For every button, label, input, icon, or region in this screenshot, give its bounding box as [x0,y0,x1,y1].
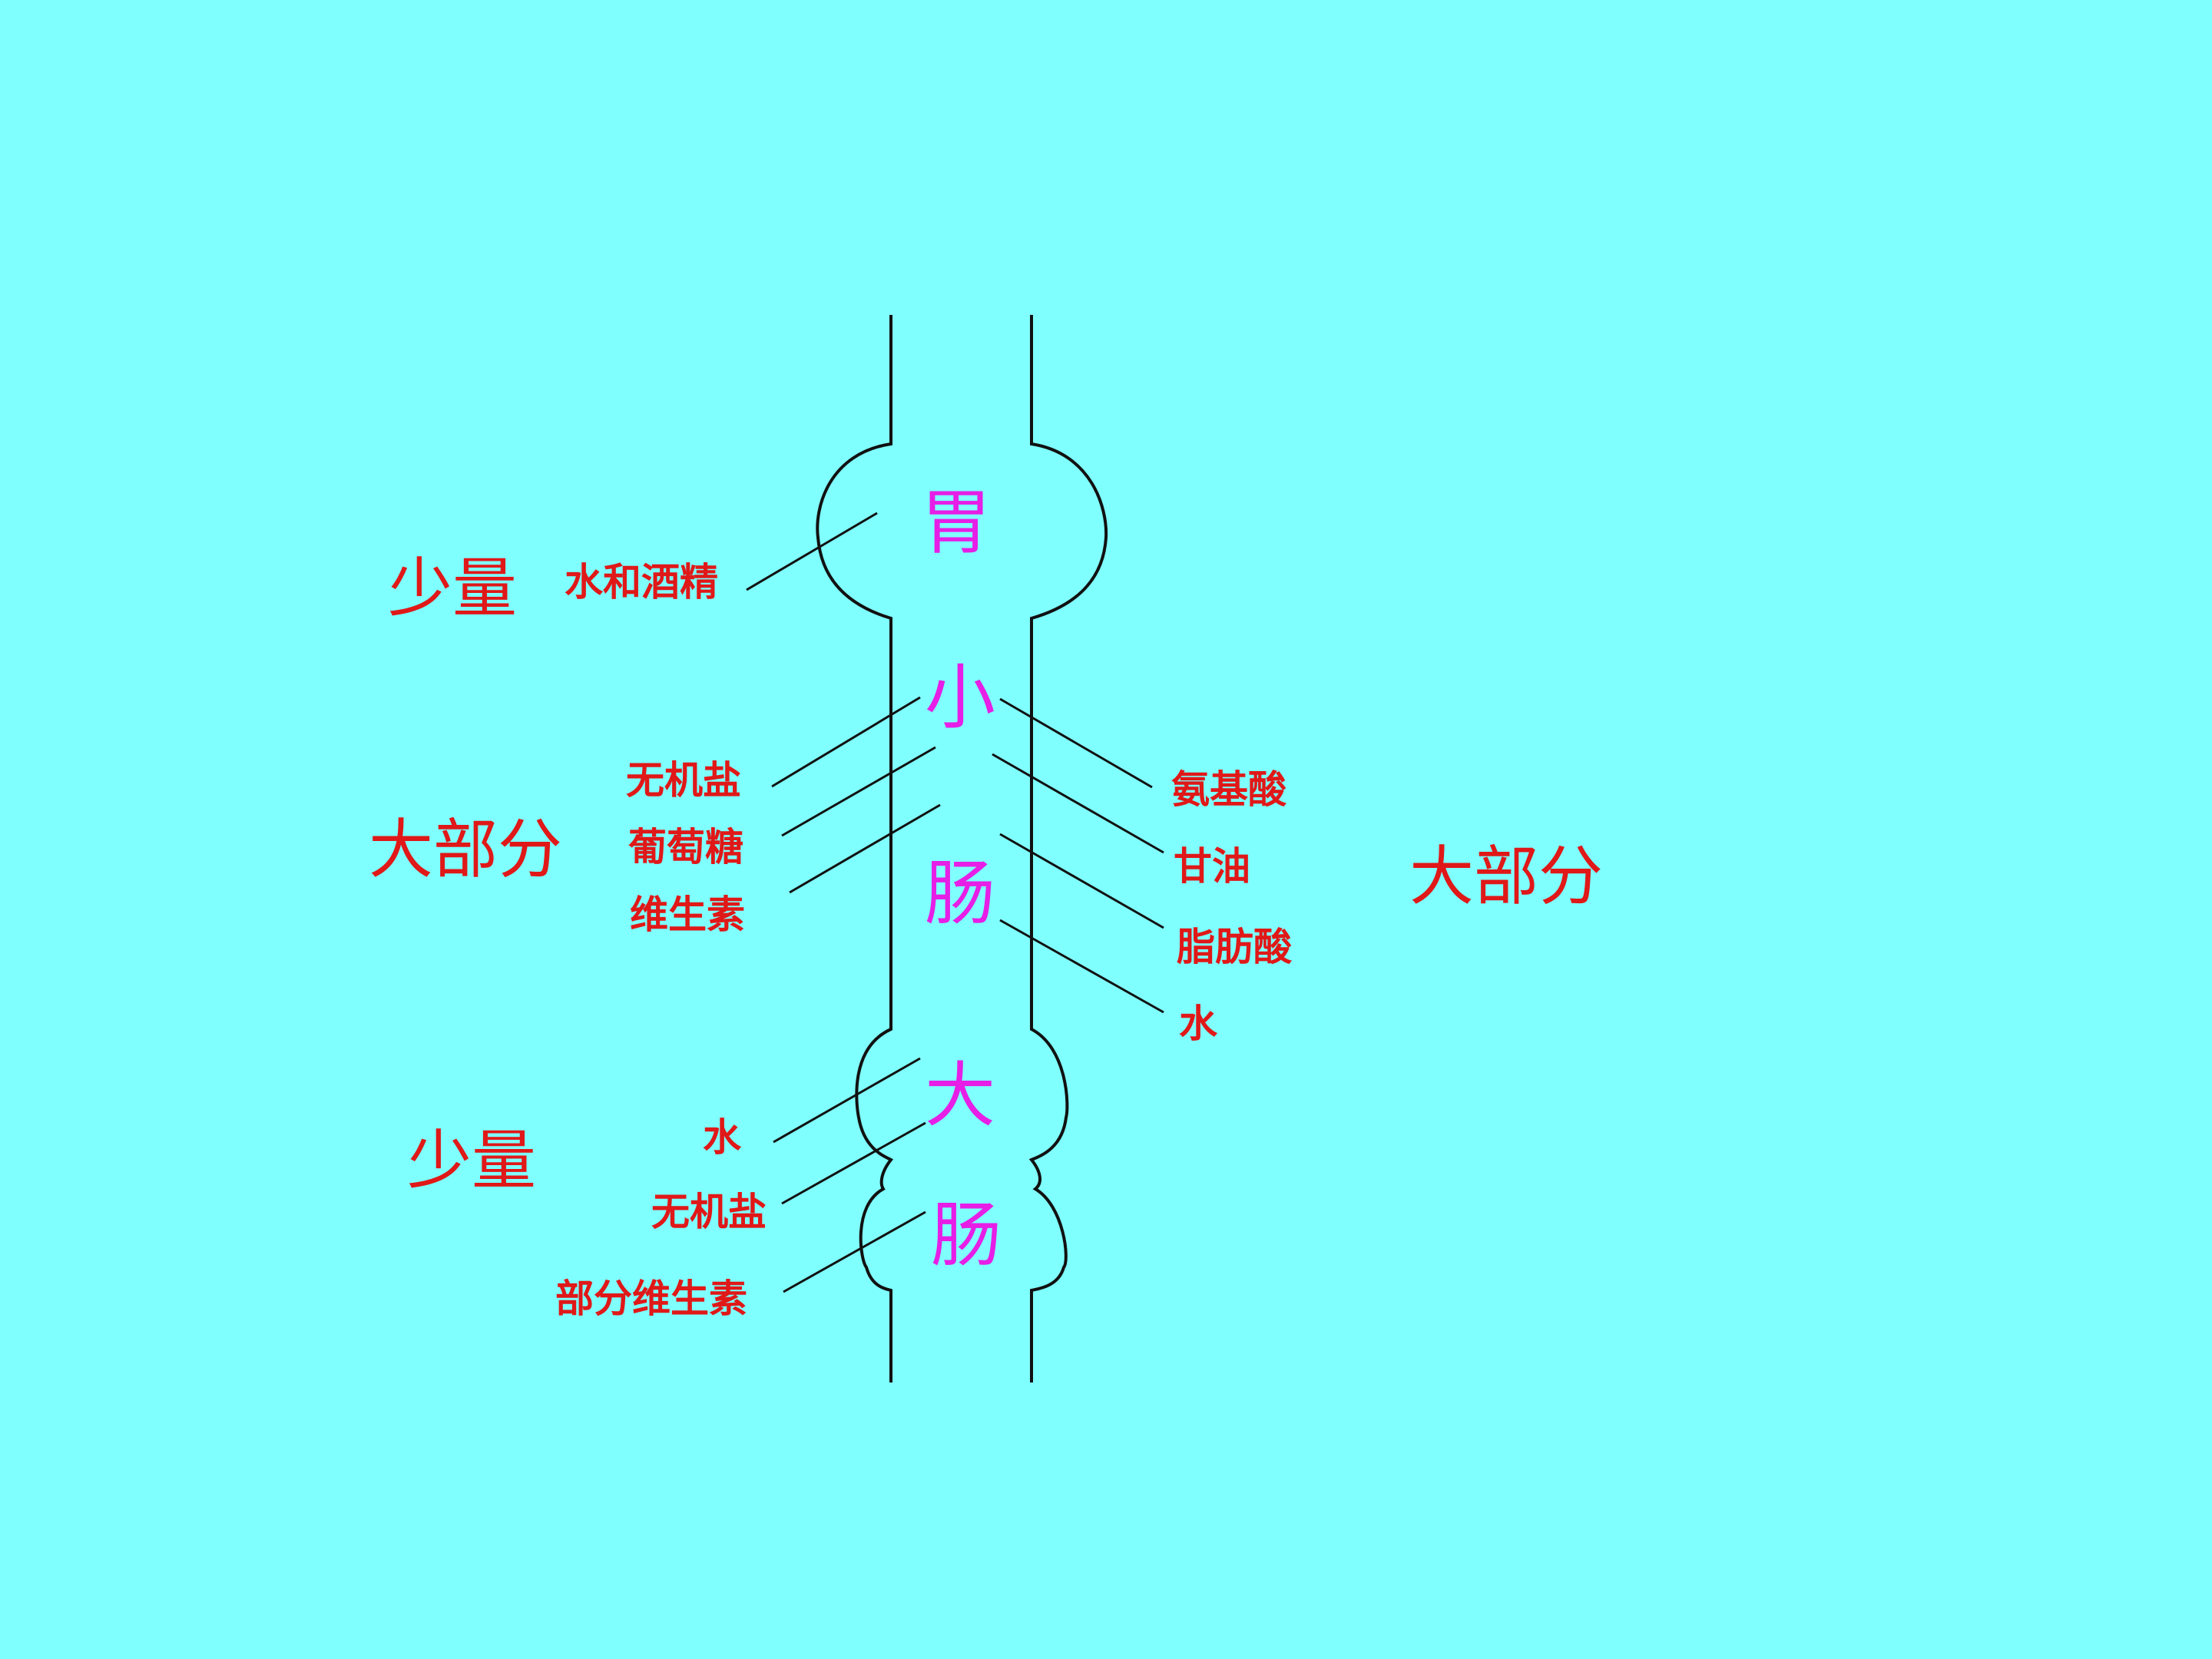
leader-si-inorganic-salt [771,696,921,788]
si-nutrient-amino-acid: 氨基酸 [1171,767,1287,812]
tract-left-wall [816,315,894,1382]
leader-li-inorganic-salt [781,1121,926,1205]
li-nutrient-inorganic-salt: 无机盐 [651,1190,767,1234]
stomach-amount-label: 少量 [388,551,517,626]
small-intestine-amount-right: 大部分 [1409,839,1603,914]
si-nutrient-inorganic-salt: 无机盐 [626,758,741,803]
small-intestine-amount-left: 大部分 [369,812,562,887]
organ-label-large-1: 大 [925,1055,995,1137]
large-intestine-amount-label: 少量 [407,1123,536,1198]
li-nutrient-some-vitamins: 部分维生素 [555,1277,747,1321]
leader-lines [746,512,1164,1293]
li-nutrient-water: 水 [703,1115,742,1160]
si-nutrient-vitamin: 维生素 [630,892,745,937]
small-intestine-absorption: 大部分 无机盐 葡萄糖 维生素 大部分 氨基酸 甘油 脂肪酸 水 [369,758,1603,1046]
organ-label-large-2: 肠 [931,1194,1002,1277]
organ-labels: 胃 小 肠 大 肠 [921,482,1002,1277]
tract-right-wall [1028,315,1108,1382]
stomach-absorption: 少量 水和酒精 [388,551,718,626]
leader-li-water [773,1057,921,1144]
leader-li-some-vitamins [783,1210,926,1293]
leader-si-glycerol [992,753,1164,854]
leader-si-glucose [781,746,936,837]
leader-si-amino-acid [999,697,1153,789]
organ-label-small-1: 小 [925,657,995,739]
organ-label-stomach: 胃 [921,482,992,564]
si-nutrient-glycerol: 甘油 [1174,844,1250,889]
digestive-tract-outline [816,315,1108,1382]
stomach-nutrient-water-alcohol: 水和酒精 [565,560,718,604]
leader-si-fatty-acid [999,833,1164,929]
si-nutrient-water: 水 [1179,1002,1218,1046]
si-nutrient-fatty-acid: 脂肪酸 [1177,925,1293,969]
si-nutrient-glucose: 葡萄糖 [628,825,743,869]
organ-label-small-2: 肠 [925,853,995,935]
large-intestine-absorption: 少量 水 无机盐 部分维生素 [407,1115,767,1321]
leader-stomach-water-alcohol [746,512,878,591]
leader-si-vitamin [789,803,941,894]
leader-si-water [999,919,1164,1014]
